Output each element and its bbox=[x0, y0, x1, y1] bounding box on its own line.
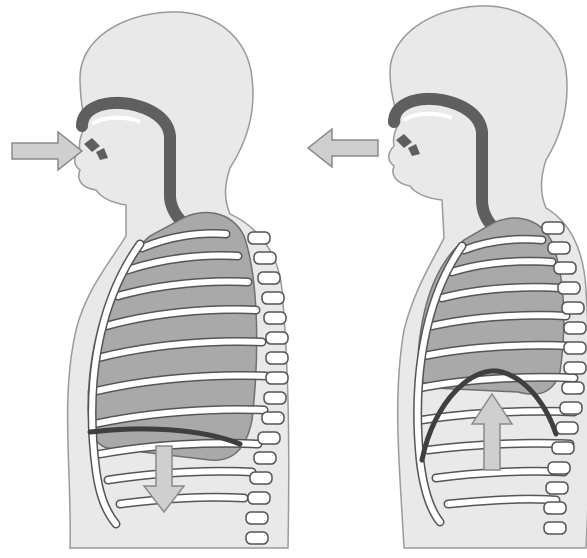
inhalation-panel bbox=[12, 12, 289, 548]
air-out-arrow-icon bbox=[308, 129, 378, 167]
exhalation-panel bbox=[308, 6, 587, 548]
air-in-arrow-icon bbox=[12, 132, 82, 170]
